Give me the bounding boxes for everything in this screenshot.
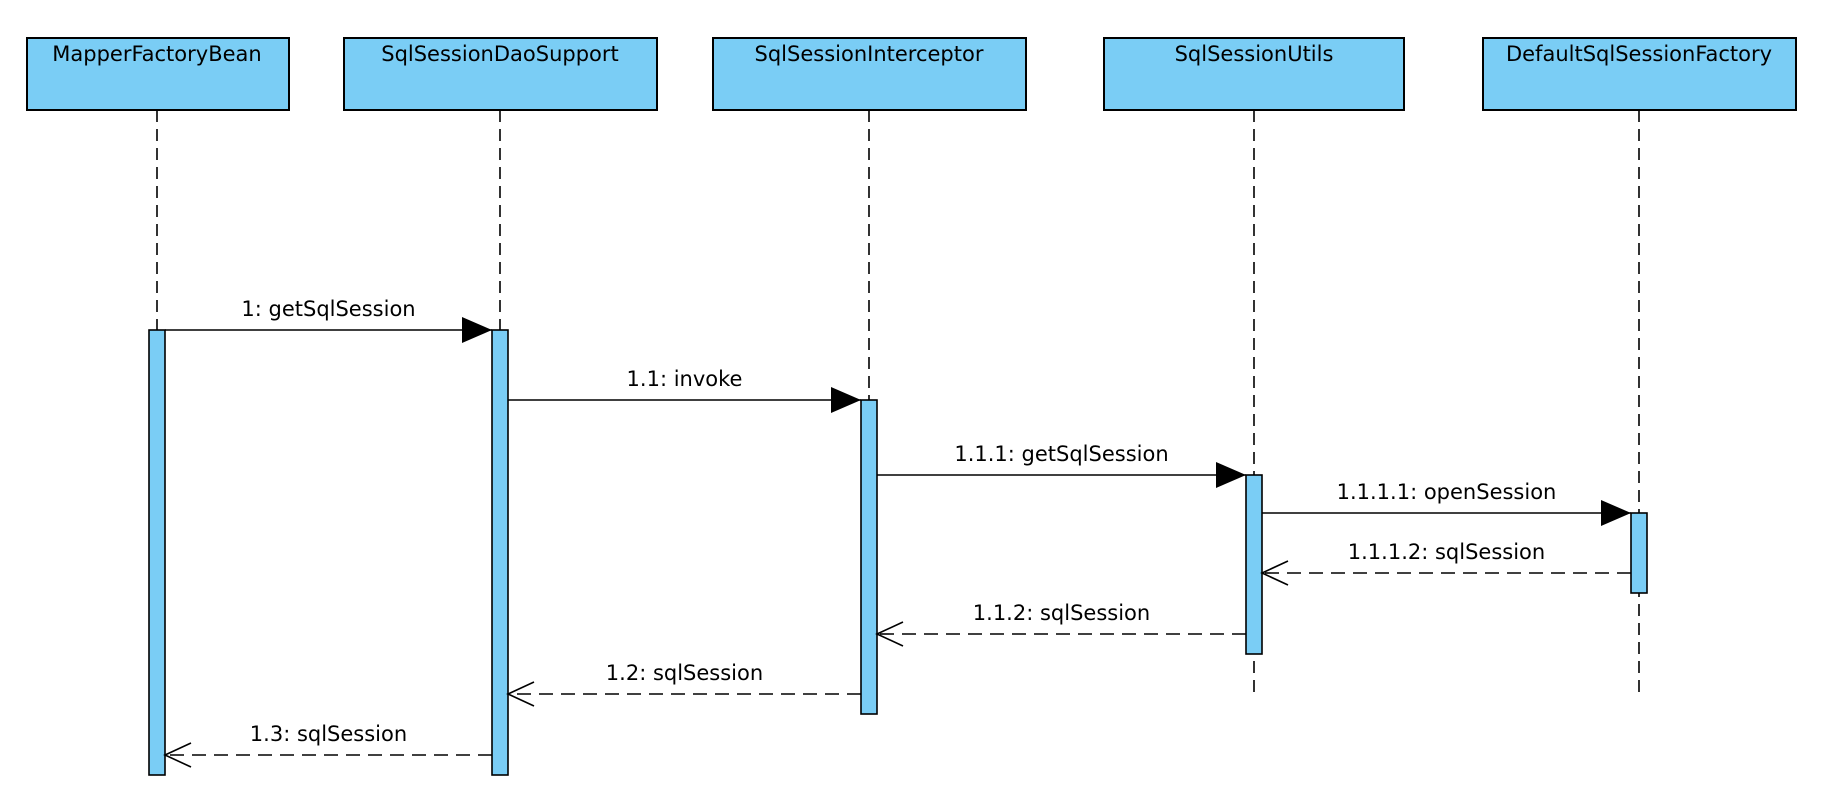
lifelines-layer — [156, 110, 1640, 694]
participant-box — [712, 37, 1027, 111]
message-6: 1.1.2: sqlSession — [875, 601, 1246, 647]
open-arrowhead — [875, 621, 904, 647]
message-7: 1.2: sqlSession — [506, 661, 861, 707]
activation-bar-ssu — [1245, 474, 1263, 655]
message-label: 1.1.1.2: sqlSession — [1348, 540, 1545, 564]
participant-mfb: MapperFactoryBean — [26, 37, 290, 111]
participant-name: DefaultSqlSessionFactory — [1506, 42, 1772, 66]
participant-dssf: DefaultSqlSessionFactory — [1482, 37, 1797, 111]
participant-name: SqlSessionUtils — [1175, 42, 1334, 66]
message-label: 1: getSqlSession — [241, 297, 415, 321]
message-label: 1.1.2: sqlSession — [973, 601, 1150, 625]
messages-layer: 1: getSqlSession 1.1: invoke 1.1.1: getSql… — [163, 297, 1631, 768]
participant-box — [1103, 37, 1405, 111]
open-arrowhead — [163, 742, 192, 768]
participant-box — [26, 37, 290, 111]
participant-name: MapperFactoryBean — [52, 42, 261, 66]
open-arrowhead — [1260, 560, 1289, 586]
message-label: 1.2: sqlSession — [606, 661, 763, 685]
message-3: 1.1.1: getSqlSession — [877, 442, 1246, 488]
message-1: 1: getSqlSession — [165, 297, 492, 343]
participant-heads-layer: MapperFactoryBean SqlSessionDaoSupport Sql… — [26, 37, 1797, 111]
message-label: 1.1: invoke — [627, 367, 743, 391]
participant-box — [1482, 37, 1797, 111]
participant-ssu: SqlSessionUtils — [1103, 37, 1405, 111]
message-label: 1.1.1.1: openSession — [1337, 480, 1557, 504]
message-label: 1.3: sqlSession — [250, 722, 407, 746]
activation-bar-mfb — [148, 329, 166, 776]
message-4: 1.1.1.1: openSession — [1262, 480, 1631, 526]
message-2: 1.1: invoke — [508, 367, 861, 413]
message-8: 1.3: sqlSession — [163, 722, 492, 768]
participant-ssi: SqlSessionInterceptor — [712, 37, 1027, 111]
message-label: 1.1.1: getSqlSession — [954, 442, 1168, 466]
activations-layer — [148, 329, 1648, 776]
participant-name: SqlSessionDaoSupport — [381, 42, 619, 66]
participant-sdds: SqlSessionDaoSupport — [343, 37, 658, 111]
message-5: 1.1.1.2: sqlSession — [1260, 540, 1631, 586]
participant-name: SqlSessionInterceptor — [755, 42, 984, 66]
open-arrowhead — [506, 681, 535, 707]
activation-bar-dssf — [1630, 512, 1648, 594]
participant-box — [343, 37, 658, 111]
activation-bar-ssi — [860, 399, 878, 715]
activation-bar-sdds — [491, 329, 509, 776]
